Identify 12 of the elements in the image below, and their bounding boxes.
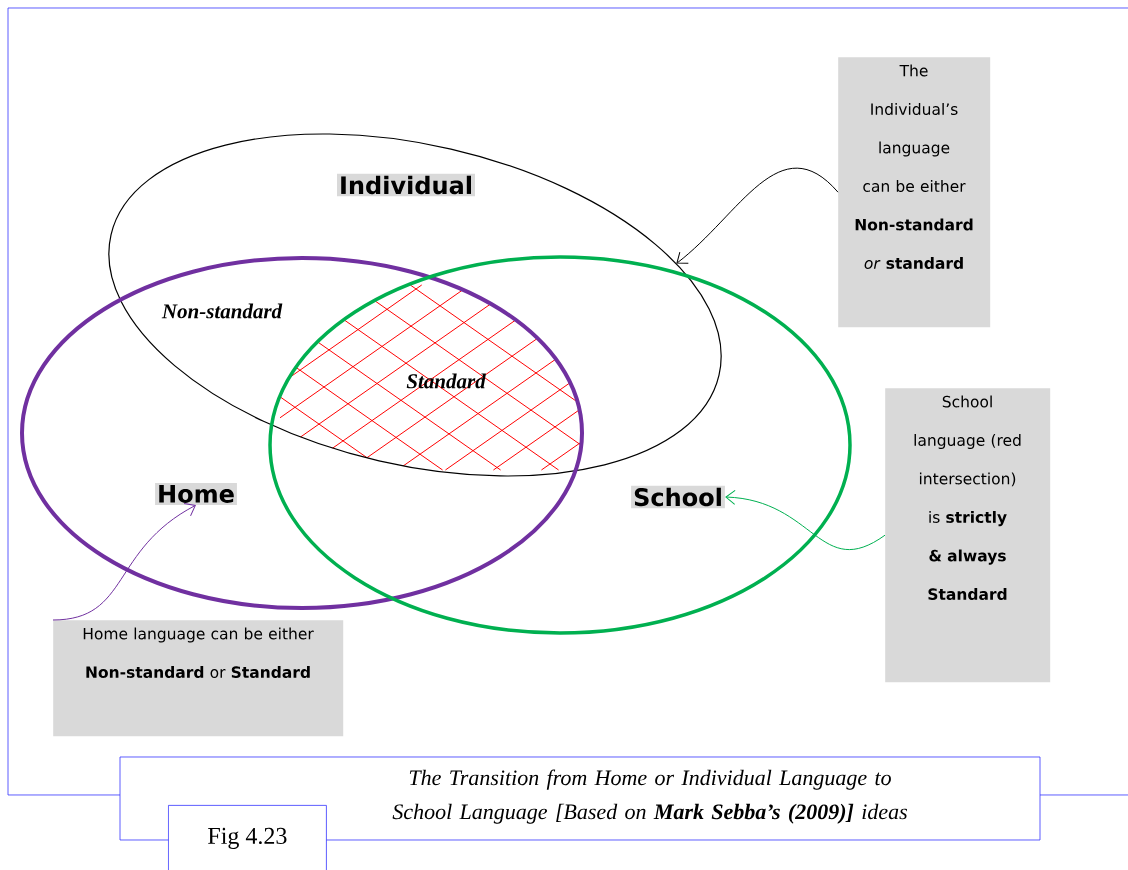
ellipse-label: Home bbox=[155, 483, 237, 505]
curved-arrow bbox=[725, 489, 886, 550]
curved-arrow bbox=[52, 502, 196, 621]
callout-box: School language (red intersection) is strictly & always Standard bbox=[885, 388, 1051, 683]
callout-box: Home language can be either Non-standard or Standard bbox=[53, 620, 344, 737]
curved-arrow bbox=[676, 167, 839, 264]
ellipse-label: School bbox=[631, 485, 725, 509]
callout-box: The Individual’s language can be either Non-standard or standard bbox=[838, 57, 991, 328]
ellipse-label: Individual bbox=[337, 173, 475, 197]
ellipse bbox=[20, 256, 584, 610]
figure-number-box: Fig 4.23 bbox=[168, 805, 327, 870]
region-label: Non-standard bbox=[161, 303, 283, 319]
